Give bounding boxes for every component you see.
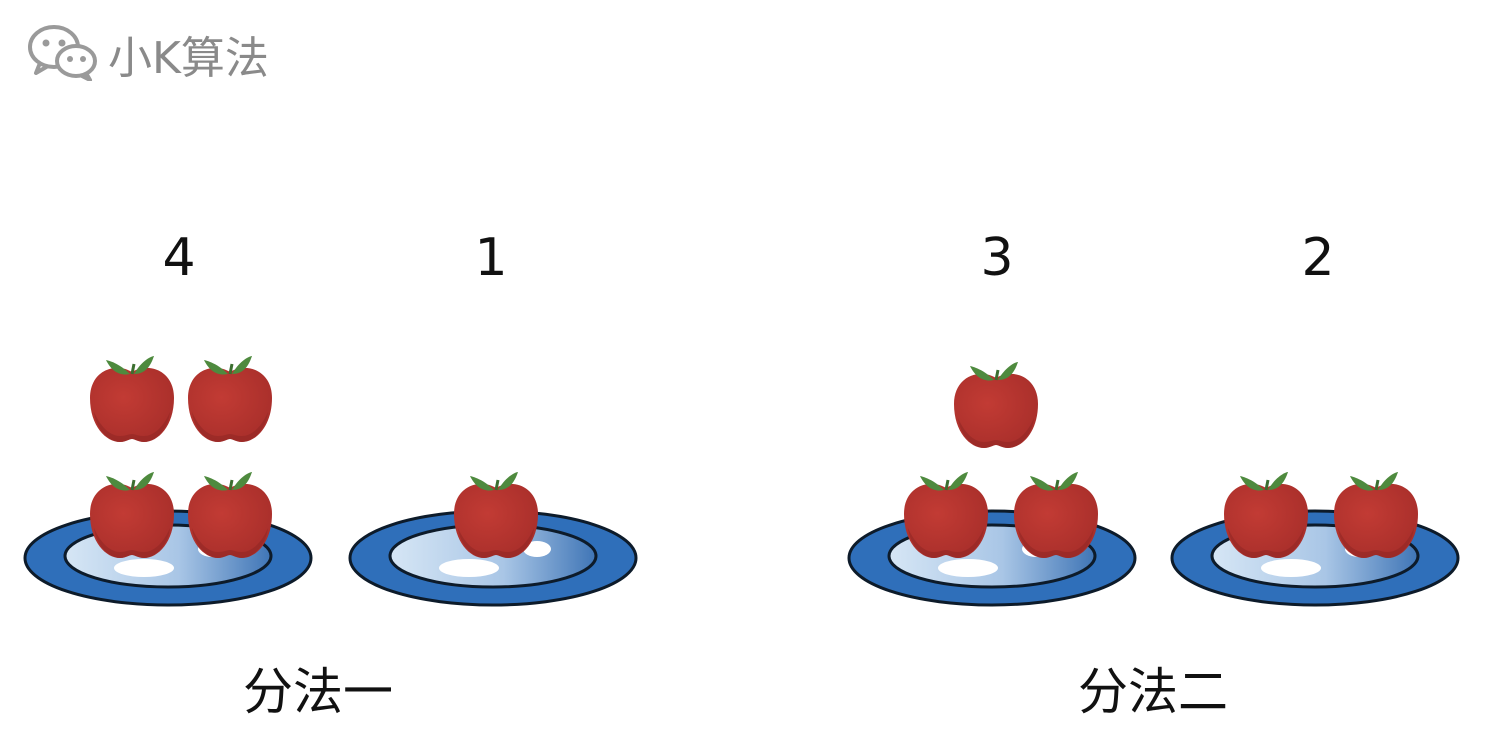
plate-count-label: 4 — [162, 228, 196, 288]
watermark: 小K算法 — [26, 22, 269, 86]
method-label: 分法一 — [243, 663, 393, 721]
apple-icon — [952, 360, 1040, 450]
plate-count-label: 1 — [474, 228, 508, 288]
apple-icon — [88, 470, 176, 560]
watermark-text: 小K算法 — [108, 33, 269, 84]
apple-icon — [88, 354, 176, 444]
apple-icon — [902, 470, 990, 560]
plate-count-label: 3 — [980, 228, 1014, 288]
plate-count-label: 2 — [1301, 228, 1335, 288]
apple-icon — [186, 470, 274, 560]
plate-with-4-apples — [23, 354, 313, 607]
plate-with-1-apple — [348, 470, 638, 607]
wechat-icon — [26, 23, 98, 85]
apple-icon — [1012, 470, 1100, 560]
method-label: 分法二 — [1078, 663, 1228, 721]
apple-icon — [1222, 470, 1310, 560]
apple-icon — [186, 354, 274, 444]
apple-icon — [1332, 470, 1420, 560]
plate-with-2-apples — [1170, 470, 1460, 607]
apple-icon — [452, 470, 540, 560]
plate-with-3-apples — [847, 360, 1137, 607]
